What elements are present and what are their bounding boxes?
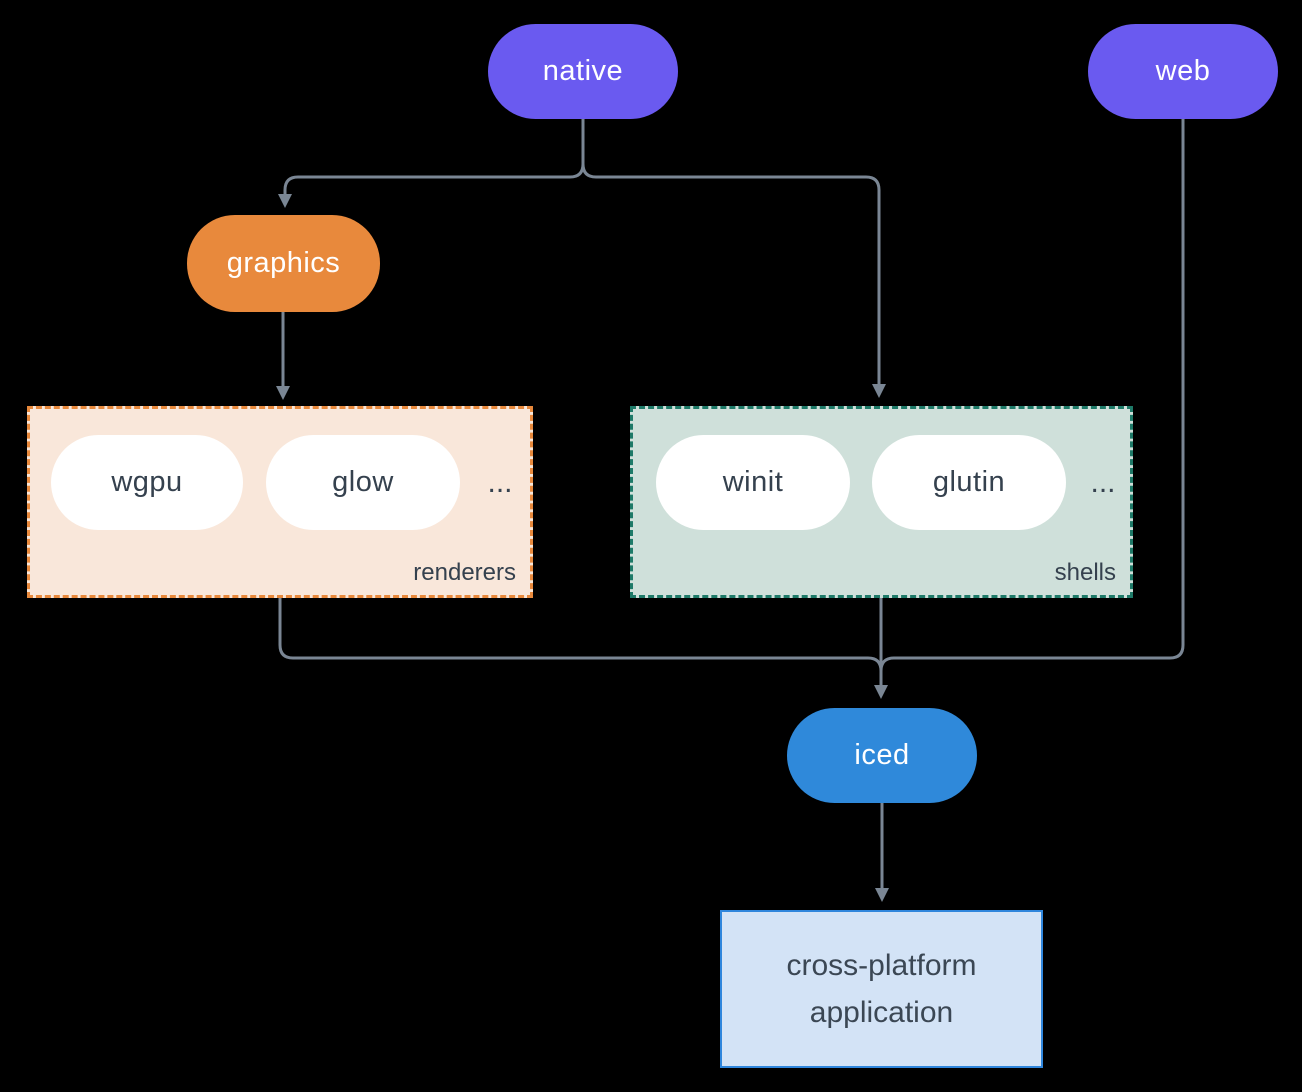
shells-label: shells: [1054, 559, 1116, 586]
group-renderers: wgpu glow ... renderers: [27, 406, 533, 598]
group-shells: winit glutin ... shells: [630, 406, 1133, 598]
shells-ellipsis: ...: [1090, 465, 1116, 499]
edge-native-to-graphics: [278, 119, 585, 208]
node-glow: glow: [266, 435, 460, 530]
node-web: web: [1088, 24, 1278, 119]
node-cross-platform-application: cross-platform application: [720, 910, 1043, 1068]
node-native: native: [488, 24, 678, 119]
node-glutin: glutin: [872, 435, 1066, 530]
node-iced: iced: [787, 708, 977, 803]
node-wgpu: wgpu: [51, 435, 243, 530]
node-winit: winit: [656, 435, 850, 530]
node-graphics: graphics: [187, 215, 380, 312]
edge-native-to-shells: [581, 119, 886, 398]
renderers-ellipsis: ...: [487, 465, 513, 499]
edge-renderers-to-junction: [278, 598, 883, 672]
renderers-label: renderers: [413, 559, 516, 586]
